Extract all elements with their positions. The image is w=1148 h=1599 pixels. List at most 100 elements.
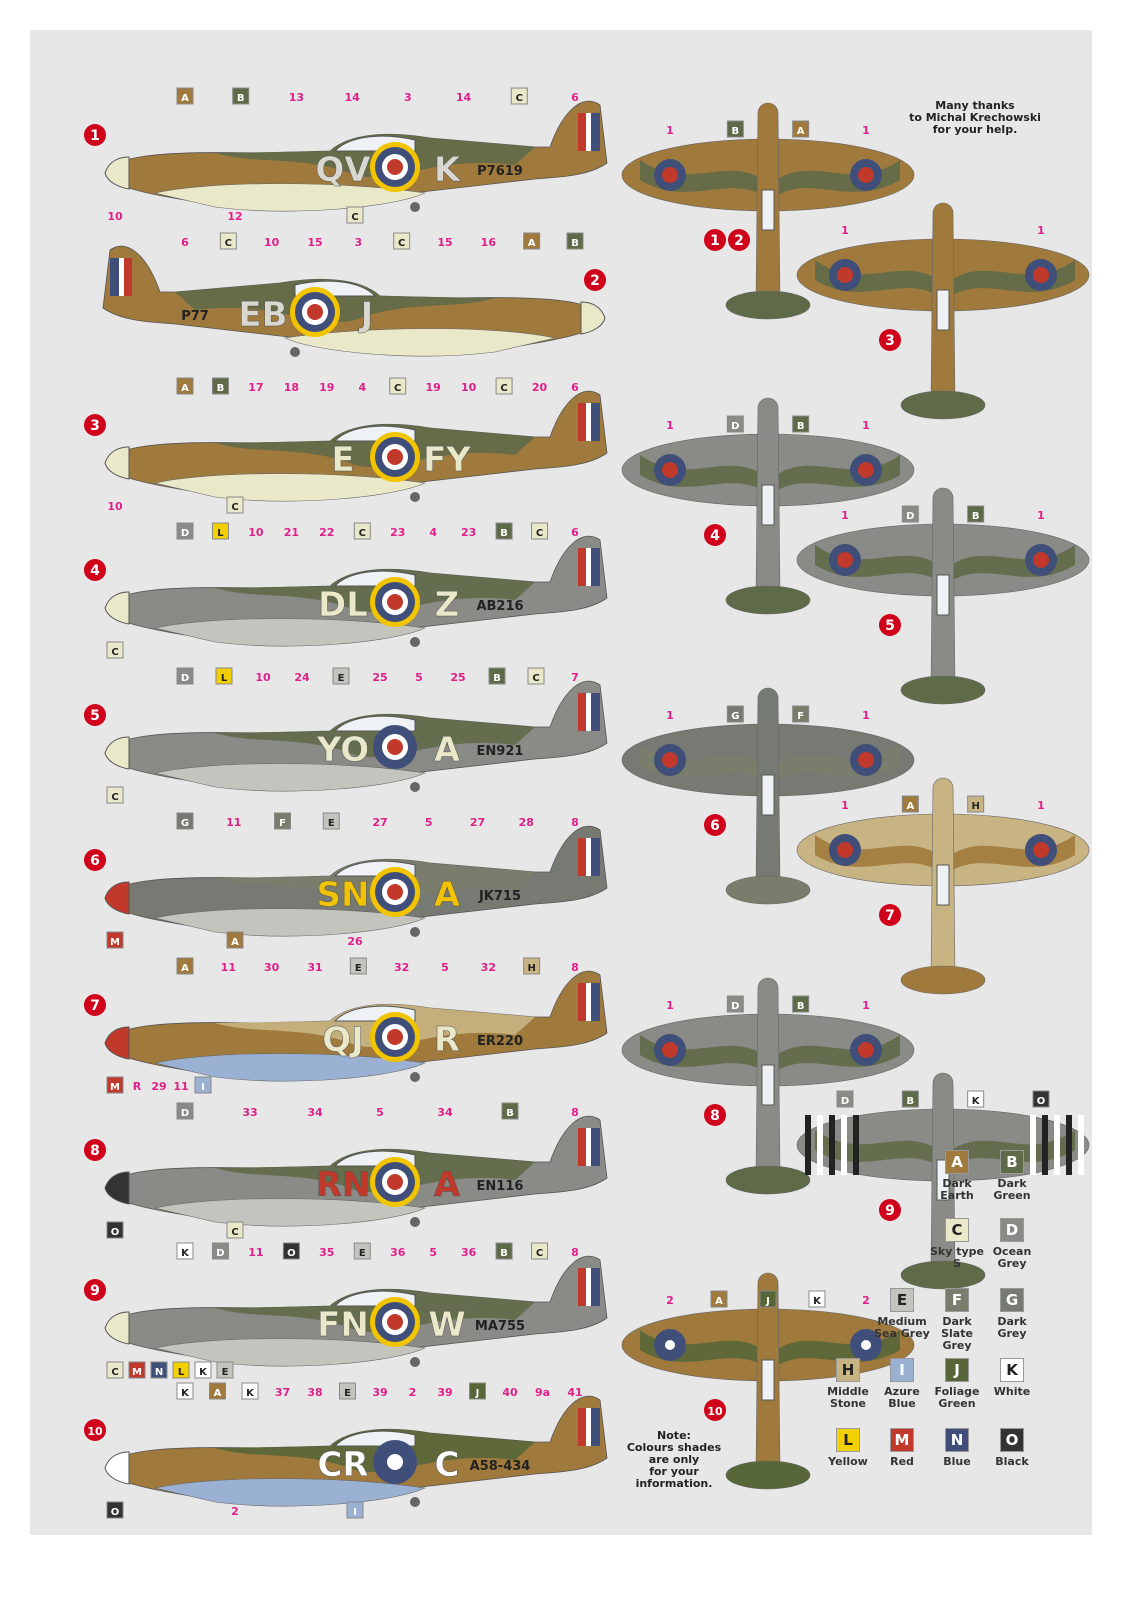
decal-callout-number: 8 [571,1246,579,1259]
colour-callout-letter: B [907,1096,915,1107]
roundel-centre [665,1340,675,1350]
colour-callout-box [128,1361,146,1379]
colour-callout-letter: B [732,126,740,137]
decal-callout-number: 26 [347,935,363,948]
colour-callout-letter: L [221,673,228,684]
decal-callout-number: 11 [248,1246,263,1259]
colour-callout-box [353,1242,371,1260]
roundel-centre [858,752,874,768]
squadron-code: EB [238,295,287,335]
note-line: Colours shades [626,1441,722,1454]
swatch-name: Sky type S [929,1245,984,1270]
colour-callout-letter: B [500,1248,508,1259]
colour-callout-letter: B [506,1108,514,1119]
colour-callout-box [176,667,194,685]
decal-callout-number: 27 [372,816,387,829]
roundel-centre [387,159,403,175]
decal-callout-number: 14 [344,91,360,104]
colour-callout-letter: O [1037,1096,1046,1107]
profile-number: 6 [90,853,100,869]
decal-callout-number: 5 [415,671,423,684]
aircraft-letter: Z [435,585,460,625]
roundel-centre [1033,552,1049,568]
profile-number-badge [879,329,901,351]
colour-callout-letter: N [155,1367,163,1378]
profile-number: 4 [90,563,100,579]
colour-callout-letter: D [181,528,189,539]
roundel-centre [837,267,853,283]
serial-number: ER220 [477,1034,523,1049]
colour-callout-box [339,1382,356,1400]
colour-callout-box [209,1382,226,1400]
decal-callout-number: 2 [666,1294,674,1307]
canopy [761,1359,775,1401]
swatch-name: Red [890,1455,914,1468]
colour-callout-letter: A [181,963,189,974]
colour-callout-box [194,1076,212,1094]
colour-callout-box [176,1242,194,1260]
fin-flash-red [578,548,586,586]
colour-callout-letter: C [536,528,543,539]
swatch-name: Dark Grey [997,1315,1027,1340]
underside-wing [154,1198,427,1227]
colour-callout-letter: C [111,792,118,803]
colour-callout-box [495,377,513,395]
decal-callout-number: 25 [372,671,387,684]
colour-callout-letter: C [394,383,401,394]
colour-callout-box [901,795,919,813]
colour-callout-box [216,1361,234,1379]
colour-callout-letter: K [181,1248,190,1259]
colour-callout-letter: A [181,93,189,104]
colour-callout-box [393,232,411,250]
colour-callout-box [792,120,810,138]
colour-callout-box [274,812,291,830]
decal-callout-number: 1 [862,124,870,137]
profile-number: 2 [734,233,744,249]
colour-callout-letter: F [279,818,286,829]
decal-callout-number: 9a [535,1386,550,1399]
tail-wheel [410,782,420,792]
roundel-centre [662,752,678,768]
colour-callout-letter: H [527,963,535,974]
profile-number-badge [704,229,726,251]
decal-callout-number: 32 [481,961,496,974]
colour-callout-box [527,667,545,685]
invasion-stripe [1054,1115,1060,1175]
decal-callout-number: 41 [567,1386,582,1399]
decal-callout-number: 22 [319,526,334,539]
decal-callout-number: 3 [355,236,363,249]
decal-callout-number: 11 [221,961,236,974]
swatch-letter: O [1000,1428,1024,1452]
colour-callout-box [176,957,194,975]
colour-callout-box [226,496,244,514]
profile-number-badge [84,1279,106,1301]
decal-callout-number: 6 [181,236,189,249]
invasion-stripe [1030,1115,1036,1175]
profile-number-badge [84,559,106,581]
underside-wing [154,1338,427,1367]
colour-callout-letter: C [398,238,405,249]
decal-callout-number: 1 [862,999,870,1012]
tailplane [725,290,811,320]
colour-callout-box [106,1361,124,1379]
serial-number: MA755 [475,1319,525,1334]
roundel-centre [861,1340,871,1350]
serial-number: EN116 [477,1179,524,1194]
colour-callout-letter: K [972,1096,981,1107]
thanks-line: to Michal Krechowski [909,111,1041,124]
underside-wing [154,1478,427,1507]
profile-number-badge [704,1399,726,1421]
squadron-code: DL [318,585,368,625]
profile-number-badge [704,814,726,836]
colour-callout-box [241,1382,259,1400]
colour-callout-box [106,1501,124,1519]
swatch-name: Middle Stone [827,1385,869,1410]
tail-wheel [410,1072,420,1082]
